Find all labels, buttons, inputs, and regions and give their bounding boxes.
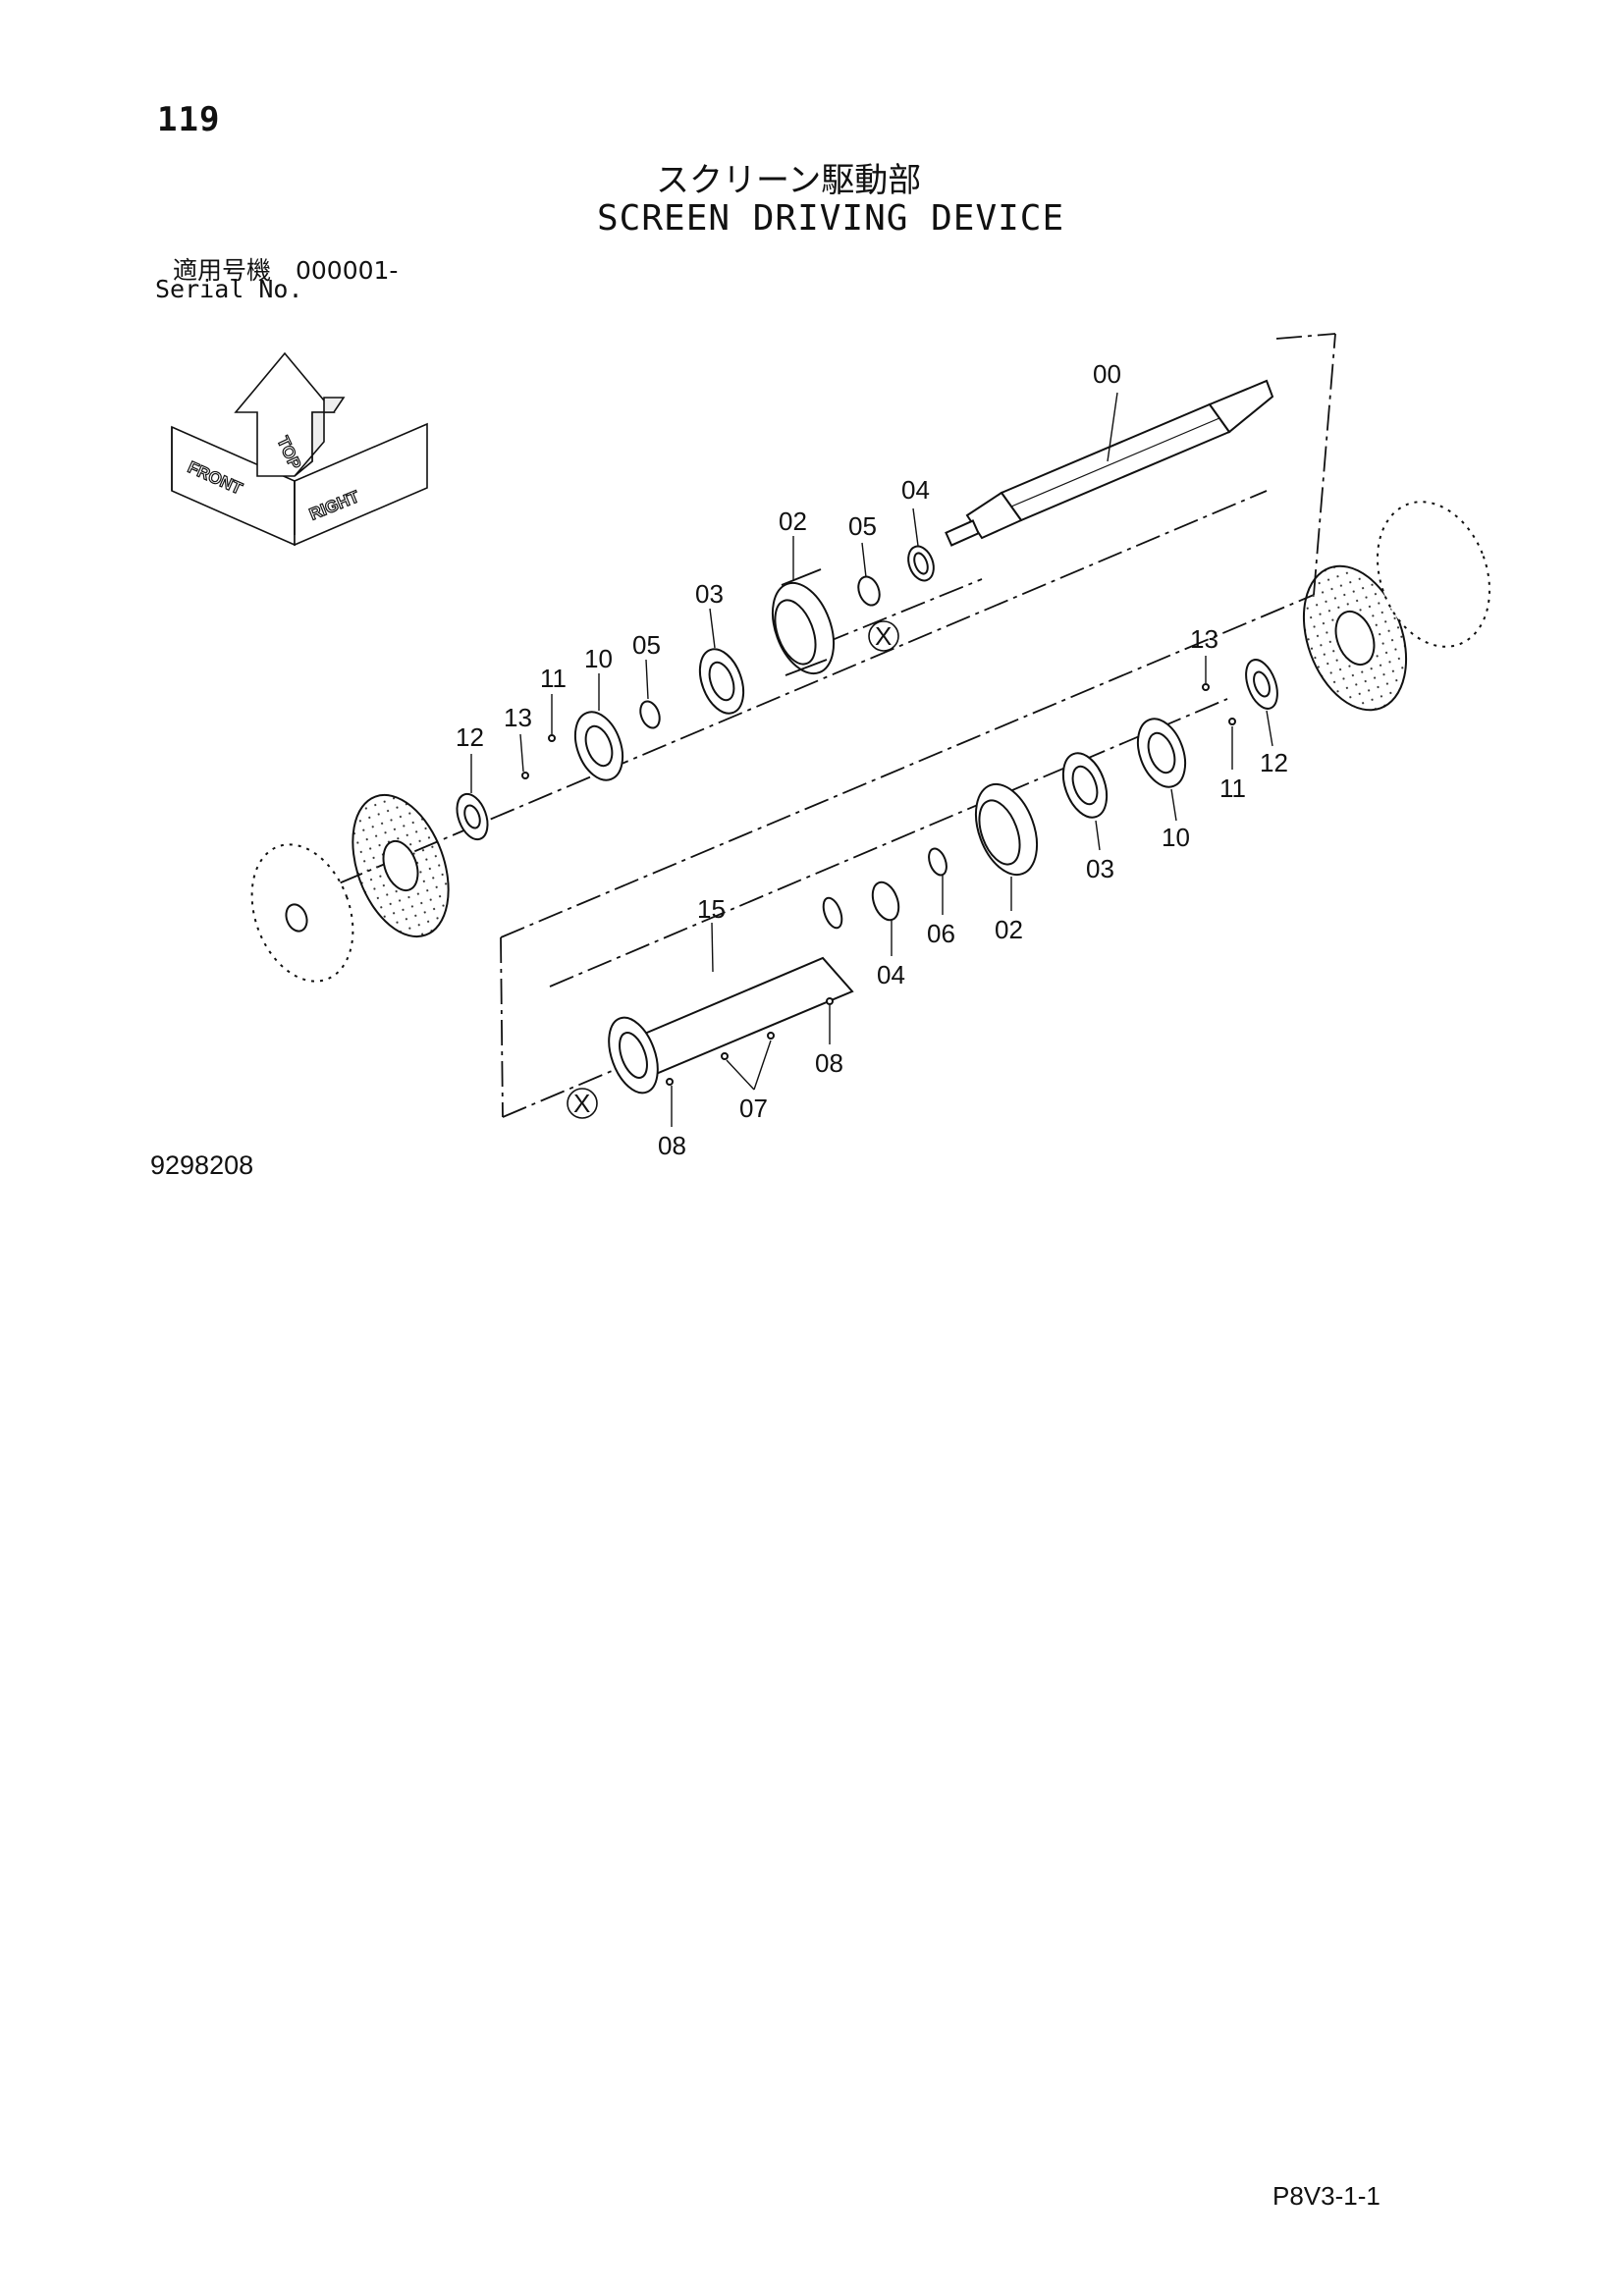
leader-12-lower xyxy=(1266,710,1273,747)
part-06-lower xyxy=(928,847,947,877)
shaft-tip xyxy=(1208,379,1274,434)
leader-15 xyxy=(711,922,714,973)
part-02-upper-bore xyxy=(774,599,817,666)
page-number: 119 xyxy=(157,100,221,139)
callout-12-lower: 12 xyxy=(1260,748,1288,777)
title-english: SCREEN DRIVING DEVICE xyxy=(597,198,1065,239)
callout-00: 00 xyxy=(1093,359,1121,389)
match-mark-upper xyxy=(868,620,899,652)
callout-11-lower: 11 xyxy=(1219,774,1246,803)
part-11-upper xyxy=(548,734,556,742)
leader-04-upper xyxy=(912,507,919,547)
match-marks xyxy=(567,620,899,1119)
callout-07: 07 xyxy=(739,1094,768,1123)
orientation-symbol: TOP FRONT RIGHT xyxy=(171,351,428,547)
right-dotted-disc-hub xyxy=(1334,610,1376,667)
callout-04-lower: 04 xyxy=(877,960,905,989)
callout-10-lower: 10 xyxy=(1162,823,1190,852)
part-02-lower-bore xyxy=(978,799,1021,866)
callout-03-upper: 03 xyxy=(695,579,724,609)
serial-label-english: Serial No. xyxy=(155,275,303,303)
callout-12-upper: 12 xyxy=(456,722,484,752)
callout-06-lower: 06 xyxy=(927,919,955,948)
part-05-upper-second xyxy=(639,700,661,729)
boundary-right-edge xyxy=(1313,333,1336,596)
upper-center-line xyxy=(338,490,1268,884)
part-07-lower-a xyxy=(721,1052,729,1060)
part-11-lower xyxy=(1228,718,1236,725)
part-03-upper-inner xyxy=(708,661,735,702)
right-outer-disc xyxy=(1376,501,1491,648)
callout-13-lower: 13 xyxy=(1190,624,1218,654)
lower-center-line xyxy=(549,698,1228,988)
match-mark-upper-label: X xyxy=(875,621,892,651)
leader-03-lower xyxy=(1095,820,1101,851)
part-15-bore xyxy=(619,1032,648,1079)
upper-parts xyxy=(456,545,935,841)
lower-parts xyxy=(608,659,1278,1095)
callout-05-upper: 05 xyxy=(848,511,877,541)
part-15-end xyxy=(822,896,843,930)
leader-03-upper xyxy=(709,608,716,649)
part-08-lower-right xyxy=(826,997,834,1005)
callout-02-upper: 02 xyxy=(779,507,807,536)
callout-04-upper: 04 xyxy=(901,475,930,505)
shaft-00 xyxy=(945,379,1274,547)
match-mark-lower xyxy=(567,1088,598,1119)
part-05-upper xyxy=(857,575,881,607)
leader-10-lower xyxy=(1170,788,1177,822)
upper-right-center-line xyxy=(824,578,983,644)
shaft-end xyxy=(945,519,980,547)
boundary-top-edge xyxy=(1275,333,1336,340)
callout-08-left: 08 xyxy=(658,1131,686,1160)
leader-05-upper xyxy=(861,542,867,578)
leader-07-b xyxy=(753,1040,772,1091)
left-outer-disc-hub xyxy=(285,903,308,933)
part-12-upper-hole xyxy=(463,804,481,829)
part-13-lower xyxy=(1202,683,1210,691)
part-04-upper-hole xyxy=(913,552,929,575)
boundary-mid-line xyxy=(500,594,1315,938)
boundary-left-edge xyxy=(500,936,504,1118)
part-10-upper-hole xyxy=(584,724,614,768)
leader-05-upper-second xyxy=(645,659,649,700)
discs xyxy=(250,501,1491,983)
match-mark-lower-label: X xyxy=(573,1089,590,1118)
callout-02-lower: 02 xyxy=(995,915,1023,944)
part-04-lower xyxy=(871,881,900,922)
left-dotted-disc-hub xyxy=(382,839,419,892)
callout-08-right: 08 xyxy=(815,1048,843,1078)
serial-label-japanese: 適用号機 000001- xyxy=(173,256,399,285)
part-07-lower-b xyxy=(767,1032,775,1040)
sheet-code: P8V3-1-1 xyxy=(1272,2181,1380,2211)
callout-03-lower: 03 xyxy=(1086,854,1114,883)
callout-10-upper: 10 xyxy=(584,644,613,673)
leader-lines xyxy=(470,392,1273,1127)
part-08-lower-left xyxy=(666,1078,674,1086)
leader-00 xyxy=(1107,392,1118,462)
part-03-lower-inner xyxy=(1071,765,1099,806)
part-02-upper-edge xyxy=(781,568,828,676)
top-arrow-shadow xyxy=(294,397,346,477)
leader-13-upper xyxy=(519,733,524,773)
part-12-lower-hole xyxy=(1253,670,1271,698)
callout-15: 15 xyxy=(697,894,726,924)
title-japanese: スクリーン駆動部 xyxy=(656,161,922,200)
diagram-number: 9298208 xyxy=(150,1150,254,1180)
callout-11-upper: 11 xyxy=(540,664,567,693)
callout-05-upper-second: 05 xyxy=(632,630,661,660)
part-10-lower-hole xyxy=(1147,731,1176,774)
leader-07-a xyxy=(726,1059,755,1091)
callout-13-upper: 13 xyxy=(504,703,532,732)
shaft-shade-line xyxy=(1010,417,1220,507)
part-13-upper xyxy=(521,772,529,779)
